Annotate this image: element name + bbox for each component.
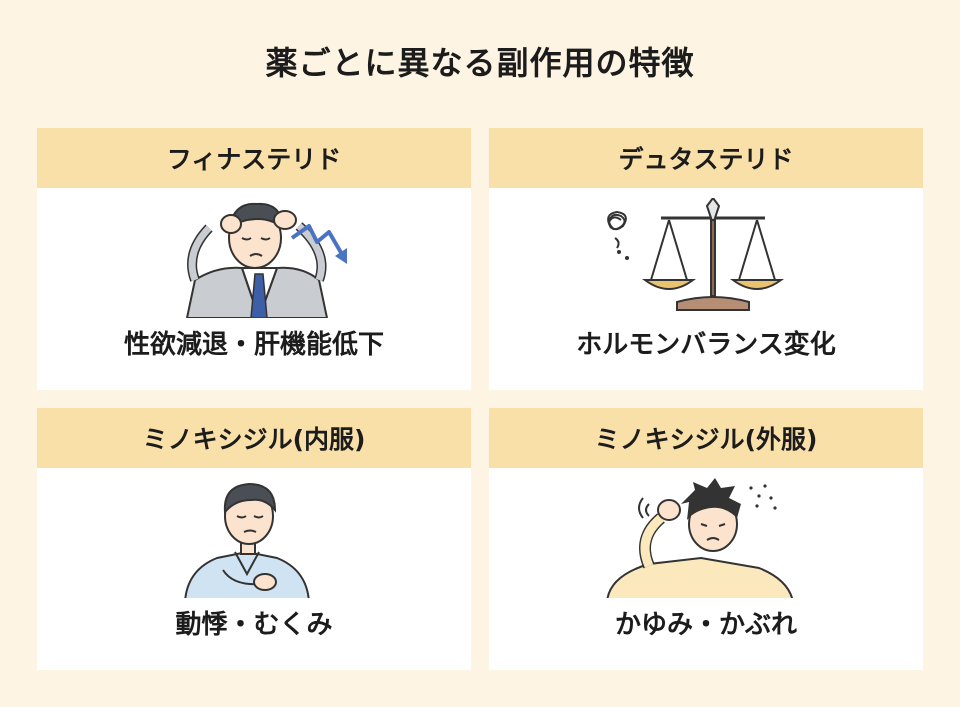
card-effect: ホルモンバランス変化 <box>576 330 836 360</box>
card-minoxidil-oral: ミノキシジル(内服) 動悸・むくみ <box>37 408 471 670</box>
card-title: デュタステリド <box>489 128 923 188</box>
page-title: 薬ごとに異なる副作用の特徴 <box>265 44 695 82</box>
card-title: ミノキシジル(内服) <box>37 408 471 468</box>
card-effect: 動悸・むくみ <box>175 610 333 640</box>
worried-businessman-illustration <box>185 202 347 318</box>
card-minoxidil-topical: ミノキシジル(外服) かゆみ・かぶれ <box>489 408 923 670</box>
balance-scale-illustration <box>607 198 785 311</box>
card-title: ミノキシジル(外服) <box>489 408 923 468</box>
card-effect: かゆみ・かぶれ <box>614 610 797 640</box>
card-title: フィナステリド <box>37 128 471 188</box>
down-trend-arrow-icon <box>290 224 345 258</box>
card-dutasteride: デュタステリド ホルモンバランス変化 <box>489 128 923 390</box>
man-holding-chest-illustration <box>184 482 310 598</box>
card-effect: 性欲減退・肝機能低下 <box>123 330 384 360</box>
man-scratching-head-illustration <box>606 478 793 598</box>
scribble-icon <box>607 210 627 249</box>
card-finasteride: フィナステリド 性欲減退・肝機能低下 <box>37 128 471 390</box>
